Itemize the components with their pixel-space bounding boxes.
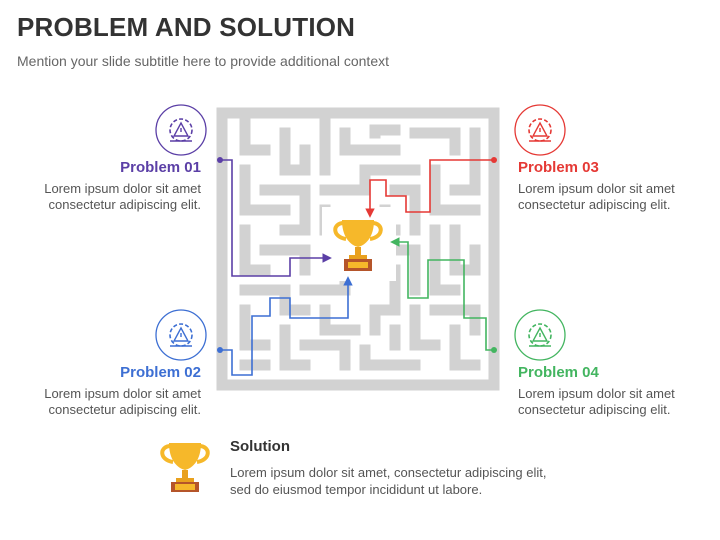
page-subtitle: Mention your slide subtitle here to prov… xyxy=(17,53,389,69)
problem-04-heading: Problem 04 xyxy=(518,364,599,381)
problem-02-heading: Problem 02 xyxy=(120,364,201,381)
problem-01-heading: Problem 01 xyxy=(120,159,201,176)
problem-04-line-2: consectetur adipiscing elit. xyxy=(518,402,671,417)
solution-heading: Solution xyxy=(230,438,290,455)
problem-04-line-1: Lorem ipsum dolor sit amet xyxy=(518,386,675,401)
gear-warning-icon-problem-02 xyxy=(155,309,207,361)
problem-03-line-1: Lorem ipsum dolor sit amet xyxy=(518,181,675,196)
problem-01-line-1: Lorem ipsum dolor sit amet xyxy=(44,181,201,196)
path-dot-problem-03 xyxy=(491,157,497,163)
problem-01-line-2: consectetur adipiscing elit. xyxy=(48,197,201,212)
path-dot-problem-04 xyxy=(491,347,497,353)
path-problem-01 xyxy=(220,159,332,277)
path-problem-03 xyxy=(365,159,494,218)
path-problem-04 xyxy=(390,237,494,351)
problem-02-text: Lorem ipsum dolor sit amet consectetur a… xyxy=(20,386,201,418)
problem-02-line-2: consectetur adipiscing elit. xyxy=(48,402,201,417)
page-title: PROBLEM AND SOLUTION xyxy=(17,12,356,42)
problem-02-line-1: Lorem ipsum dolor sit amet xyxy=(44,386,201,401)
path-problem-02 xyxy=(220,276,353,376)
solution-trophy-icon xyxy=(160,443,210,492)
trophy-icon xyxy=(333,220,383,271)
problem-03-text: Lorem ipsum dolor sit amet consectetur a… xyxy=(518,181,708,213)
path-dot-problem-01 xyxy=(217,157,223,163)
problem-01-text: Lorem ipsum dolor sit amet consectetur a… xyxy=(20,181,201,213)
problem-04-text: Lorem ipsum dolor sit amet consectetur a… xyxy=(518,386,708,418)
gear-warning-icon-problem-04 xyxy=(514,309,566,361)
path-dot-problem-02 xyxy=(217,347,223,353)
gear-warning-icon-problem-03 xyxy=(514,104,566,156)
gear-warning-icon-problem-01 xyxy=(155,104,207,156)
solution-text: Lorem ipsum dolor sit amet, consectetur … xyxy=(230,465,547,497)
problem-03-heading: Problem 03 xyxy=(518,159,599,176)
problem-03-line-2: consectetur adipiscing elit. xyxy=(518,197,671,212)
maze-walls xyxy=(216,107,500,391)
